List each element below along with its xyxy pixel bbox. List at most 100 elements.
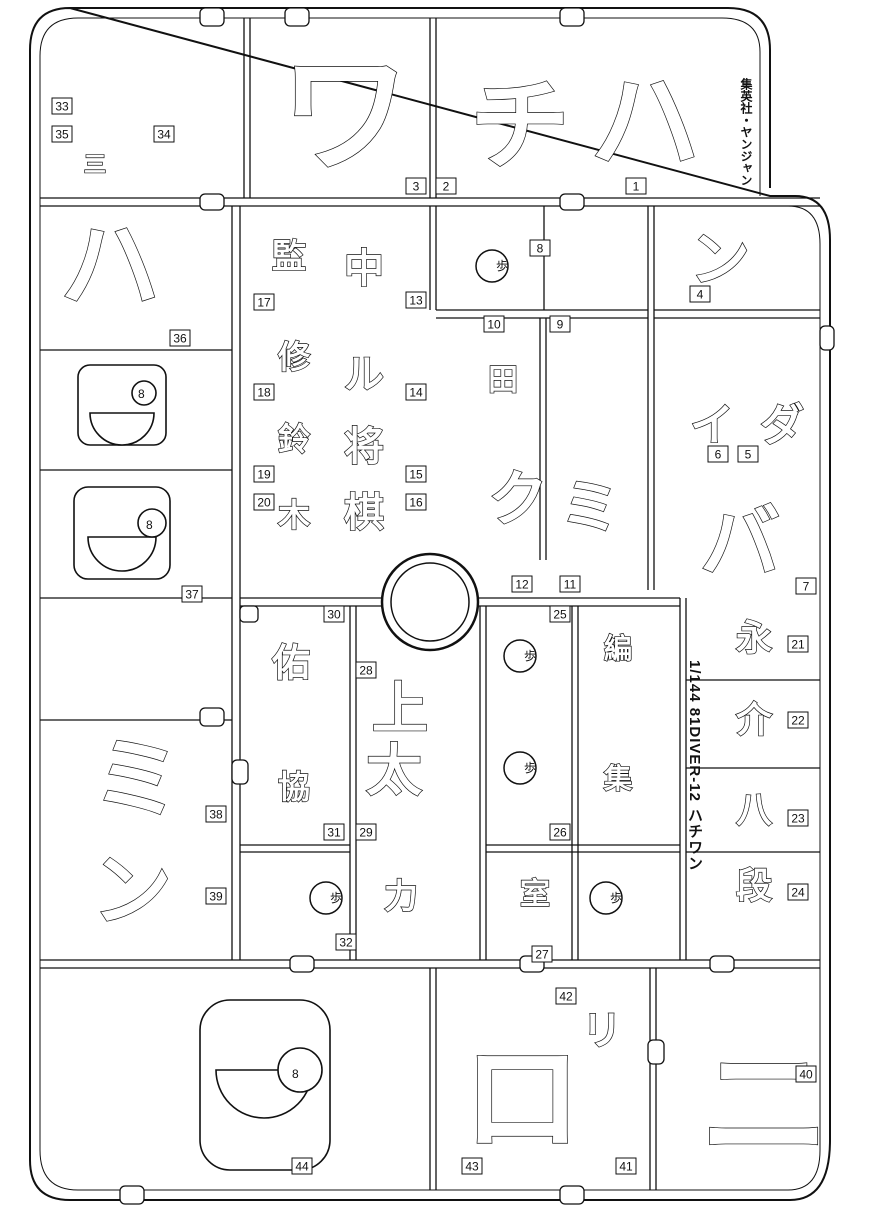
part-glyph-14: ル [344,352,384,398]
svg-text:10: 10 [487,318,501,332]
part-number-tag-34: 34 [153,125,175,143]
part-number-tag-38: 38 [205,805,227,823]
part-number-tag-25: 25 [549,605,571,623]
part-number-tag-9: 9 [549,315,571,333]
part-number-tag-42: 42 [555,987,577,1005]
part-number-tag-8: 8 [529,239,551,257]
part-glyph-30: 佑 [271,641,310,685]
part-number-tag-31: 31 [323,823,345,841]
head-badges: 歩歩歩歩歩 [309,249,623,915]
part-number-tag-41: 41 [615,1157,637,1175]
part-number-tag-35: 35 [51,125,73,143]
part-glyph-19: 鈴 [278,420,311,458]
svg-text:歩: 歩 [524,760,536,775]
part-glyph-28: 上 [372,677,428,742]
part-glyph-11: ミ [560,473,620,543]
part-number-tag-43: 43 [461,1157,483,1175]
part-glyph-18: 修 [277,338,311,376]
svg-text:22: 22 [791,714,805,728]
svg-text:歩: 歩 [524,648,536,663]
part-number-tag-5: 5 [737,445,759,463]
svg-text:6: 6 [715,448,722,462]
part-glyph-6: イ [690,400,734,451]
part-number-tag-30: 30 [323,605,345,623]
part-number-tag-15: 15 [405,465,427,483]
head-badge: 歩 [503,639,537,673]
head-badge: 歩 [309,881,343,915]
part-glyph-21: 永 [736,618,772,659]
svg-text:14: 14 [409,386,423,400]
svg-text:4: 4 [697,288,704,302]
part-number-tag-20: 20 [253,493,275,511]
part-number-tag-21: 21 [787,635,809,653]
part-number-tag-22: 22 [787,711,809,729]
svg-text:39: 39 [209,890,223,904]
part-number-tag-40: 40 [795,1065,817,1083]
part-number-tag-39: 39 [205,887,227,905]
part-number-tag-24: 24 [787,883,809,901]
svg-text:43: 43 [465,1160,479,1174]
part-glyph-40: ニ [700,1029,830,1181]
svg-text:3: 3 [413,180,420,194]
svg-text:1: 1 [633,180,640,194]
svg-text:32: 32 [339,936,353,950]
part-number-tag-17: 17 [253,293,275,311]
svg-text:13: 13 [409,294,423,308]
part-glyph-23: 八 [736,790,773,831]
part-glyph-17: 監 [272,237,306,277]
part-glyph-24: 段 [736,866,772,907]
svg-text:21: 21 [791,638,805,652]
svg-text:35: 35 [55,128,69,142]
part-number-tag-7: 7 [795,577,817,595]
part-number-tag-6: 6 [707,445,729,463]
part-glyph-36: ハ [60,207,160,324]
head-badge: 歩 [503,751,537,785]
head-badge: 歩 [475,249,509,283]
svg-text:37: 37 [185,588,199,602]
part-number-tag-4: 4 [689,285,711,303]
svg-text:41: 41 [619,1160,633,1174]
svg-text:27: 27 [535,948,549,962]
part-glyph-13: 中 [344,246,384,292]
part-number-tag-27: 27 [531,945,553,963]
svg-text:28: 28 [359,664,373,678]
svg-text:34: 34 [157,128,171,142]
svg-text:23: 23 [791,812,805,826]
publisher-tag: 集英社・ヤンジャン [739,78,753,186]
part-glyph-16: 棋 [344,490,384,536]
part-number-tag-2: 2 [435,177,457,195]
kit-spec-text: 1/144 81DIVER-12 ハチワン [686,660,703,872]
part-number-tag-23: 23 [787,809,809,827]
part-glyph-26: 集 [603,762,632,795]
part-glyph-1: ハ [590,58,700,186]
part-glyph-43: ロ [462,1030,582,1169]
mask-parts: 8 8 8 [73,364,331,1171]
svg-text:歩: 歩 [496,258,508,273]
part-glyph-7: バ [700,496,780,589]
svg-text:19: 19 [257,468,271,482]
part-number-tag-28: 28 [355,661,377,679]
mask-part-36: 8 [77,364,167,446]
part-number-tag-37: 37 [181,585,203,603]
svg-text:歩: 歩 [330,890,342,905]
svg-text:29: 29 [359,826,373,840]
part-number-tag-14: 14 [405,383,427,401]
svg-text:11: 11 [564,578,577,592]
part-glyph-2: チ [470,67,570,184]
part-number-tag-19: 19 [253,465,275,483]
part-number-tag-11: 11 [559,575,581,593]
part-glyph-42: リ [582,1008,622,1054]
svg-text:8: 8 [537,242,544,256]
svg-text:36: 36 [173,332,187,346]
part-number-tag-33: 33 [51,97,73,115]
svg-text:15: 15 [409,468,423,482]
svg-text:12: 12 [515,578,529,592]
part-glyph-15: 将 [344,424,384,470]
svg-text:40: 40 [799,1068,813,1082]
part-glyph-10: 田 [488,363,518,398]
svg-text:30: 30 [327,608,341,622]
part-glyph-3: ワ [280,39,410,191]
svg-text:42: 42 [559,990,573,1004]
part-glyph-27: 室 [520,877,550,912]
